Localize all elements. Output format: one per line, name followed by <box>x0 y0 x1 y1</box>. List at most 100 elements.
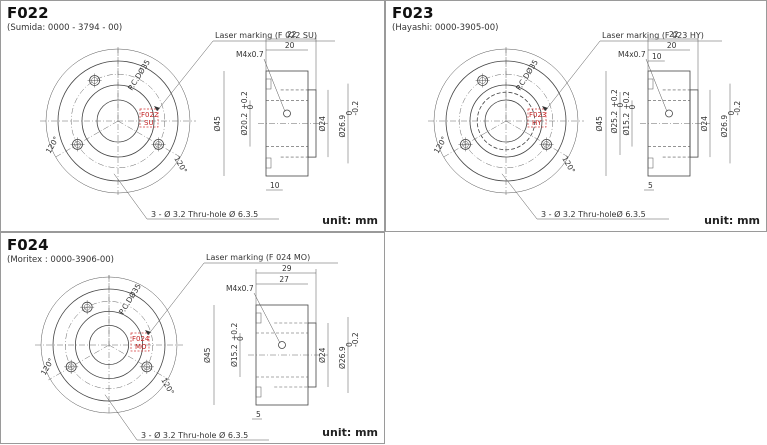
thread-detail <box>255 312 262 324</box>
unit-label: unit: mm <box>322 426 378 439</box>
dim-dia26-tol-line: -0.2 <box>733 101 742 116</box>
dim-body: 20 <box>285 41 295 50</box>
thru-hole-note: 3 - Ø 3.2 Thru-hole Ø 6.3.5 <box>141 430 248 440</box>
panel-title: F024 <box>7 236 49 254</box>
dim-bore-tol-line: 0 <box>246 105 255 110</box>
laser-mark-code: F023 <box>529 111 546 119</box>
laser-mark-code: F024 <box>132 335 150 343</box>
dim-dia26: Ø26.9 <box>338 115 347 138</box>
dim-dia45: Ø45 <box>213 116 222 132</box>
side-view <box>258 70 328 177</box>
thread-detail <box>265 157 272 169</box>
panel-source: (Moritex : 0000-3906-00) <box>7 255 114 265</box>
dim-outer-bore-tol-line: +0.2 <box>610 89 619 107</box>
thread-detail <box>647 78 654 90</box>
dim-step: 5 <box>648 181 653 190</box>
dim-bore-tol: +0.20 <box>240 91 255 109</box>
tap-hole <box>278 341 286 349</box>
thread-detail <box>647 157 654 169</box>
panel-title: F022 <box>7 4 49 22</box>
angle-label: 120° <box>159 376 176 396</box>
dim-dia26: Ø26.9 <box>338 346 347 369</box>
dim-dia26-tol-line: -0.2 <box>351 101 360 116</box>
thread-detail <box>265 78 272 90</box>
laser-mark-box <box>139 108 159 128</box>
unit-label: unit: mm <box>322 214 378 227</box>
dim-bore-tol-line: +0.2 <box>230 323 239 341</box>
dim-dia26-tol-line: 0 <box>345 111 354 116</box>
dim-dia26: Ø26.9 <box>720 115 729 138</box>
angle-line <box>117 120 183 159</box>
angle-line <box>505 120 571 159</box>
pcd-label: P.C.DØ35 <box>514 58 540 92</box>
laser-mark-box <box>130 332 150 352</box>
dim-outer-bore-tol-line: 0 <box>616 103 625 108</box>
laser-leader <box>147 262 205 336</box>
dim-dia26-tol-line: 0 <box>727 111 736 116</box>
tap-leader <box>645 58 668 112</box>
dim-overall: 22 <box>287 30 297 39</box>
angle-label: 120° <box>432 135 449 155</box>
laser-mark-suffix: MO <box>135 343 147 351</box>
dim-bore-tol-line: 0 <box>628 105 637 110</box>
panel-source: (Sumida: 0000 - 3794 - 00) <box>7 23 123 33</box>
laser-mark-suffix: SU <box>144 119 154 127</box>
angle-label: 120° <box>39 356 56 376</box>
dim-bore: Ø15.2 <box>230 344 239 367</box>
tap-label: M4x0.7 <box>618 50 646 59</box>
angle-line <box>441 120 507 159</box>
dim-dia45: Ø45 <box>595 116 604 132</box>
tap-leader <box>253 292 281 344</box>
side-view <box>248 304 328 406</box>
arrow-head <box>542 106 548 111</box>
dim-body: 20 <box>667 41 677 50</box>
laser-mark-box <box>527 108 547 128</box>
laser-mark-code: F022 <box>141 111 158 119</box>
laser-leader <box>544 40 601 112</box>
dim-overall: 22 <box>669 30 679 39</box>
dim-dia26-tol: 0-0.2 <box>345 332 360 347</box>
panel-title: F023 <box>392 4 434 22</box>
dim-bore-tol-line: +0.2 <box>240 91 249 109</box>
dim-outer-bore-tol: +0.20 <box>610 89 625 107</box>
thru-hole-note: 3 - Ø 3.2 Thru-hole Ø 6.3.5 <box>151 209 258 219</box>
dim-dia26-tol: 0-0.2 <box>345 101 360 116</box>
tap-hole <box>665 109 673 118</box>
tap-hole <box>283 109 291 118</box>
angle-label: 120° <box>560 155 577 175</box>
laser-leader <box>156 40 214 112</box>
tap-label: M4x0.7 <box>236 50 264 59</box>
dim-dia24: Ø24 <box>700 116 709 132</box>
dim-step: 5 <box>256 410 261 419</box>
tap-label: M4x0.7 <box>226 284 254 293</box>
dim-dia24: Ø24 <box>318 116 327 132</box>
dim-base: 10 <box>270 181 280 190</box>
thread-detail <box>255 386 262 398</box>
dim-bore-tol: +0.20 <box>622 91 637 109</box>
dim-dia45: Ø45 <box>203 347 212 363</box>
arrow-head <box>154 106 160 111</box>
dim-bore-tol: +0.20 <box>230 323 245 341</box>
dim-bore-tol-line: 0 <box>236 336 245 341</box>
laser-marking-note: Laser marking (F 023 HY) <box>602 31 704 40</box>
laser-marking-note: Laser marking (F 024 MO) <box>206 253 310 262</box>
dim-dia26-tol-line: -0.2 <box>351 332 360 347</box>
angle-line <box>108 344 170 381</box>
dim-dia24: Ø24 <box>318 347 327 363</box>
dim-bore: Ø15.2 <box>622 113 631 136</box>
arrow-head <box>145 330 151 335</box>
angle-line <box>53 120 119 159</box>
dim-bore: Ø20.2 <box>240 113 249 136</box>
pcd-label: P.C.DØ35 <box>117 282 143 316</box>
unit-label: unit: mm <box>704 214 760 227</box>
dim-base: 10 <box>652 52 662 61</box>
